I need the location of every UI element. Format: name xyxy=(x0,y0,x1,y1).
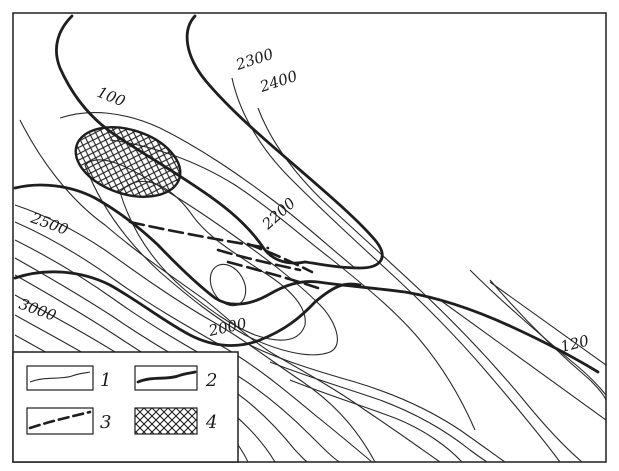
contour-line xyxy=(59,111,356,269)
hatched-area xyxy=(74,126,182,198)
legend-swatch-4 xyxy=(134,407,198,435)
legend-dash-line xyxy=(28,410,92,430)
legend-label-3: 3 xyxy=(100,412,111,433)
contour-line xyxy=(439,299,606,421)
contour-line-2000-loop xyxy=(119,180,306,341)
contour-line xyxy=(289,379,463,462)
legend-swatch-3 xyxy=(26,407,94,435)
legend-bold-line xyxy=(136,370,197,384)
bold-isoline-upper xyxy=(185,14,384,270)
contour-line xyxy=(19,119,441,462)
legend-label-1: 1 xyxy=(100,370,111,391)
contour-line xyxy=(249,344,506,462)
contour-line xyxy=(489,281,606,366)
contour-line-2500 xyxy=(14,204,376,462)
contour-line-2400 xyxy=(257,107,583,462)
legend-label-2: 2 xyxy=(205,370,217,391)
legend-thin-line xyxy=(29,371,91,383)
bold-isoline-120 xyxy=(13,183,600,374)
contour-line xyxy=(14,221,373,462)
fault-dash-line xyxy=(216,248,302,272)
legend-label-4: 4 xyxy=(205,412,217,433)
contour-line xyxy=(84,159,338,356)
legend: 1 2 3 4 xyxy=(12,351,239,463)
bold-isoline-lower xyxy=(13,270,362,347)
fault-dash-line xyxy=(226,260,320,290)
contour-line xyxy=(489,279,606,401)
legend-swatch-1 xyxy=(26,365,94,391)
contour-line xyxy=(269,361,488,462)
contour-line-2200 xyxy=(109,139,476,431)
contour-line-2300 xyxy=(231,77,561,462)
fault-dash-line xyxy=(246,242,314,274)
